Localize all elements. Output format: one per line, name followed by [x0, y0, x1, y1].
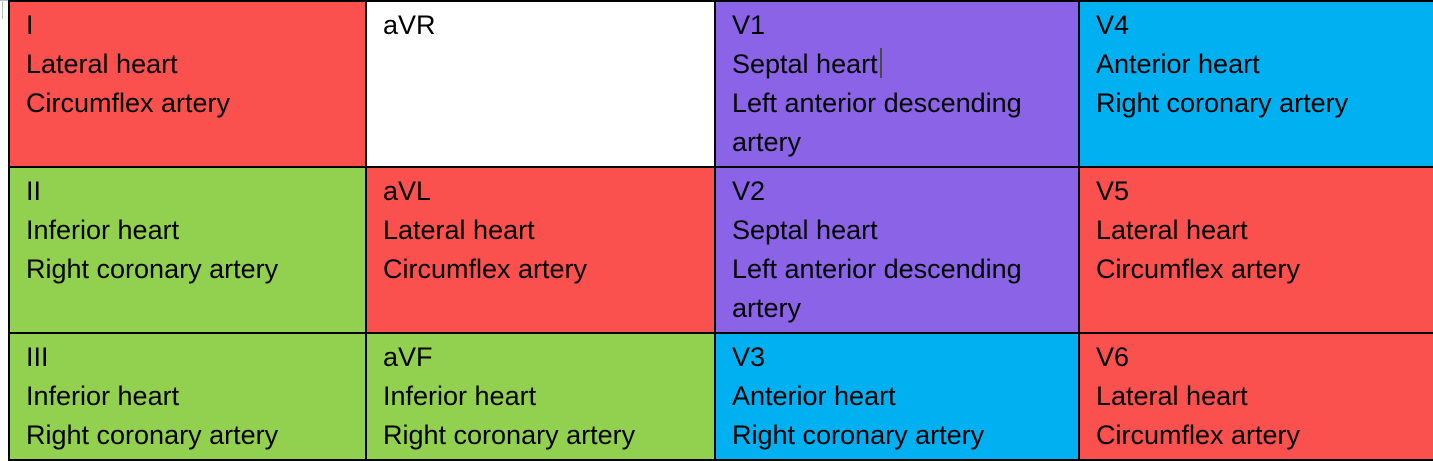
lead-label: V1 [732, 10, 766, 40]
table-row: III Inferior heart Right coronary artery… [8, 332, 1433, 461]
cell-lead-II[interactable]: II Inferior heart Right coronary artery [8, 166, 367, 334]
lead-label: aVF [383, 342, 433, 372]
cell-lead-V5[interactable]: V5 Lateral heart Circumflex artery [1078, 166, 1433, 334]
artery-label: Circumflex artery [1096, 254, 1301, 284]
cell-lead-I[interactable]: I Lateral heart Circumflex artery [8, 0, 367, 168]
cell-lead-V3[interactable]: V3 Anterior heart Right coronary artery [714, 332, 1080, 461]
artery-label: Right coronary artery [26, 420, 279, 450]
lead-label: V2 [732, 176, 766, 206]
lead-label: V6 [1096, 342, 1130, 372]
region-label: Septal heart [732, 215, 878, 245]
lead-label: I [26, 10, 34, 40]
region-label: Inferior heart [383, 381, 537, 411]
lead-label: aVR [383, 10, 436, 40]
page-edge-mark-horizontal [0, 0, 9, 1]
artery-label: Left anterior descending artery [732, 254, 1022, 323]
cell-lead-V2[interactable]: V2 Septal heart Left anterior descending… [714, 166, 1080, 334]
cell-lead-aVF[interactable]: aVF Inferior heart Right coronary artery [365, 332, 716, 461]
lead-label: II [26, 176, 42, 206]
lead-label: V4 [1096, 10, 1130, 40]
cell-lead-V4[interactable]: V4 Anterior heart Right coronary artery [1078, 0, 1433, 168]
cell-lead-V6[interactable]: V6 Lateral heart Circumflex artery [1078, 332, 1433, 461]
region-label: Anterior heart [1096, 49, 1260, 79]
lead-label: V3 [732, 342, 766, 372]
region-label: Lateral heart [26, 49, 178, 79]
artery-label: Right coronary artery [732, 420, 985, 450]
artery-label: Left anterior descending artery [732, 88, 1022, 157]
cell-lead-aVR[interactable]: aVR [365, 0, 716, 168]
lead-label: aVL [383, 176, 432, 206]
region-label: Lateral heart [1096, 381, 1248, 411]
artery-label: Circumflex artery [26, 88, 231, 118]
ecg-leads-table: I Lateral heart Circumflex artery aVR V1… [8, 0, 1433, 461]
artery-label: Circumflex artery [383, 254, 588, 284]
region-label: Lateral heart [383, 215, 535, 245]
region-label: Inferior heart [26, 215, 180, 245]
cell-lead-aVL[interactable]: aVL Lateral heart Circumflex artery [365, 166, 716, 334]
artery-label: Circumflex artery [1096, 420, 1301, 450]
lead-label: V5 [1096, 176, 1130, 206]
artery-label: Right coronary artery [383, 420, 636, 450]
region-label: Anterior heart [732, 381, 896, 411]
cell-lead-V1[interactable]: V1 Septal heart Left anterior descending… [714, 0, 1080, 168]
artery-label: Right coronary artery [26, 254, 279, 284]
region-label: Lateral heart [1096, 215, 1248, 245]
region-label: Inferior heart [26, 381, 180, 411]
text-cursor [879, 48, 882, 78]
page-edge-mark-vertical [2, 0, 3, 19]
lead-label: III [26, 342, 49, 372]
table-row: I Lateral heart Circumflex artery aVR V1… [8, 0, 1433, 168]
cell-lead-III[interactable]: III Inferior heart Right coronary artery [8, 332, 367, 461]
region-label: Septal heart [732, 45, 1068, 84]
table-row: II Inferior heart Right coronary artery … [8, 166, 1433, 334]
artery-label: Right coronary artery [1096, 88, 1349, 118]
